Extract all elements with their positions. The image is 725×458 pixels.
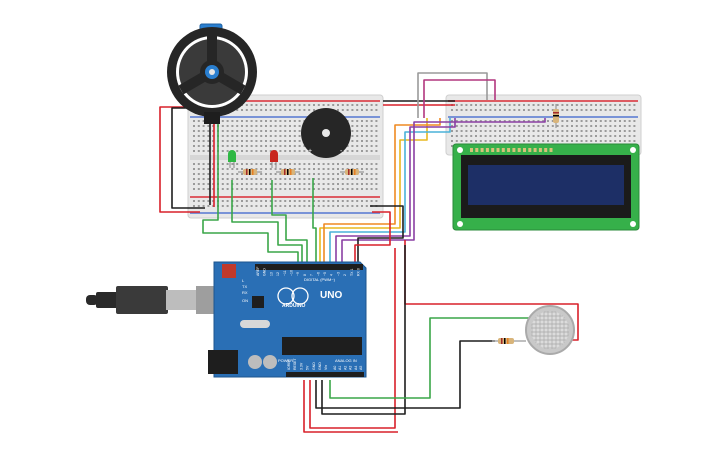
pin-label: A3: [349, 366, 353, 370]
wire-magenta-lcd[interactable]: [423, 79, 496, 118]
pin-label: GND: [312, 362, 316, 370]
pin-label: ~10: [290, 270, 294, 276]
wire-blue-lcd[interactable]: [329, 118, 451, 268]
pin-label: A2: [343, 366, 347, 370]
pin-label: IOREF: [287, 359, 291, 370]
wire-purple-lcd[interactable]: [335, 118, 456, 268]
pin-label: GND: [318, 362, 322, 370]
wire-orange-lcd[interactable]: [323, 118, 441, 268]
atmega-chip: [282, 337, 362, 355]
arduino-logo-icon: [277, 287, 295, 305]
pin-label: Vin: [324, 365, 328, 370]
pin-label: TX 1: [350, 269, 354, 276]
resistor-2[interactable]: [276, 169, 300, 175]
buzzer-minus-label: -: [340, 148, 343, 155]
board-model: UNO: [320, 290, 342, 301]
pin-label: 7: [310, 274, 314, 276]
analog-label: ANALOG IN: [335, 358, 357, 363]
resistor-lcd[interactable]: [553, 104, 559, 128]
wire-red-left-rail[interactable]: [159, 106, 200, 213]
led-red[interactable]: [270, 150, 278, 168]
wire-sensor-signal[interactable]: [329, 317, 530, 399]
gas-sensor[interactable]: [525, 305, 575, 355]
pin-label: GND: [263, 268, 267, 276]
wire-yellow-lcd[interactable]: [319, 118, 428, 268]
pin-label: A0: [333, 366, 337, 370]
wire-sensor-gnd[interactable]: [315, 340, 495, 409]
led-green[interactable]: [228, 150, 236, 168]
wire-red-bottom-loop[interactable]: [309, 248, 396, 429]
lcd-screen: [468, 165, 624, 205]
wire-buzzer-signal[interactable]: [312, 178, 317, 268]
board-brand: ARDUINO: [282, 303, 305, 309]
power-header: [286, 372, 332, 377]
pin-label: A1: [338, 366, 342, 370]
rx-label: RX: [242, 290, 248, 295]
pin-label: RX 0: [357, 268, 361, 276]
pin-label: A4: [354, 366, 358, 370]
pin-label: 5V: [306, 365, 310, 370]
arduino-uno[interactable]: UNO ARDUINO DIGITAL (PWM~) POWER ANALOG …: [208, 261, 367, 378]
usb-cable[interactable]: [86, 286, 232, 314]
wire-red-5v[interactable]: [354, 211, 391, 268]
pin-label: 2: [343, 274, 347, 276]
right-breadboard[interactable]: [445, 94, 642, 156]
digital-header: [255, 264, 363, 270]
pin-label: ~3: [336, 272, 340, 276]
pin-label: ~9: [296, 272, 300, 276]
lcd-pin-header: [470, 148, 553, 152]
pin-label: 4: [330, 274, 334, 276]
reset-button[interactable]: [222, 264, 236, 278]
pin-label: ~11: [283, 270, 287, 276]
servo-motor[interactable]: [167, 23, 257, 124]
buzzer-plus-label: +: [308, 148, 312, 155]
wire-black-bottom[interactable]: [321, 245, 406, 415]
wire-servo-signal[interactable]: [202, 95, 299, 268]
lcd-module[interactable]: [452, 143, 640, 231]
pin-label: AREF: [256, 267, 260, 276]
tx-label: TX: [242, 284, 247, 289]
pin-label: 12: [276, 272, 280, 276]
wire-purple-lcd-2[interactable]: [341, 118, 546, 268]
wire-red-led[interactable]: [271, 180, 308, 268]
analog-header: [332, 372, 364, 377]
pin-label: ~5: [323, 272, 327, 276]
pin-label: 13: [269, 272, 273, 276]
digital-label: DIGITAL (PWM~): [304, 277, 336, 282]
wire-black-gnd[interactable]: [357, 205, 404, 268]
piezo-buzzer[interactable]: + -: [301, 108, 351, 158]
pin-label: ~6: [316, 272, 320, 276]
pin-label: 3.3V: [299, 362, 303, 370]
wire-red-bottom: [303, 380, 398, 433]
resistor-1[interactable]: [238, 169, 262, 175]
pin-label: RESET: [293, 357, 297, 370]
resistor-sensor[interactable]: [492, 338, 526, 344]
l-label: L: [242, 278, 245, 283]
power-label: POWER: [278, 358, 293, 363]
resistor-3[interactable]: [340, 169, 364, 175]
wire-gray-lcd[interactable]: [417, 72, 488, 118]
pin-label: A5: [359, 366, 363, 370]
wire-green-led[interactable]: [231, 180, 303, 268]
on-label: ON: [242, 298, 248, 303]
pin-label: 8: [303, 274, 307, 276]
